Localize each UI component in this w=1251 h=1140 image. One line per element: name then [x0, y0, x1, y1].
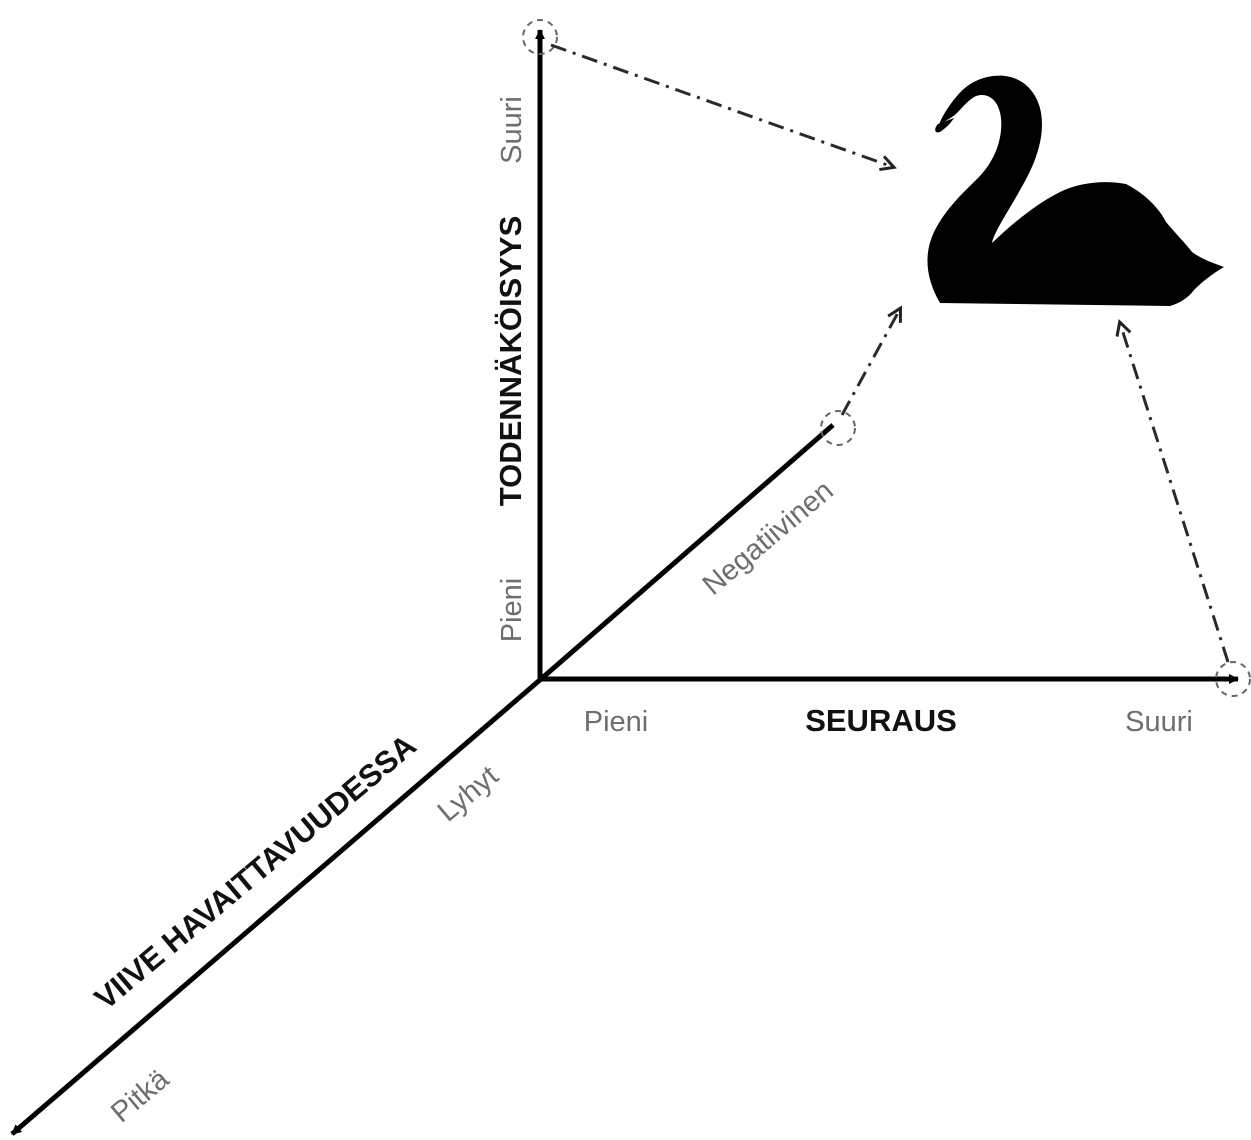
depth-axis-near-label: Lyhyt [432, 760, 505, 828]
depth-axis [10, 677, 543, 1136]
depth-axis-far-label: Pitkä [105, 1063, 176, 1130]
vertical-end-ring [522, 19, 558, 55]
vertical-axis-high-label: Suuri [496, 96, 528, 164]
probability-arrow [550, 43, 893, 167]
vertical-axis-low-label: Pieni [496, 578, 528, 643]
consequence-arrow [1120, 323, 1230, 663]
depth-axis-title: VIIVE HAVAITTAVUUDESSA [88, 728, 423, 1017]
vertical-axis-title: TODENNÄKÖISYYS [493, 216, 528, 507]
diagonal-axis-label: Negatiivinen [697, 475, 840, 602]
horizontal-end-ring [1215, 661, 1251, 697]
negative-diagonal-axis [539, 423, 835, 681]
horizontal-axis-title: SEURAUS [805, 703, 957, 738]
diagonal-end-ring [820, 410, 856, 446]
horizontal-axis-low-label: Pieni [584, 706, 649, 738]
negative-arrow [840, 309, 900, 416]
horizontal-axis-high-label: Suuri [1125, 706, 1193, 738]
black-swan-icon [927, 75, 1224, 306]
